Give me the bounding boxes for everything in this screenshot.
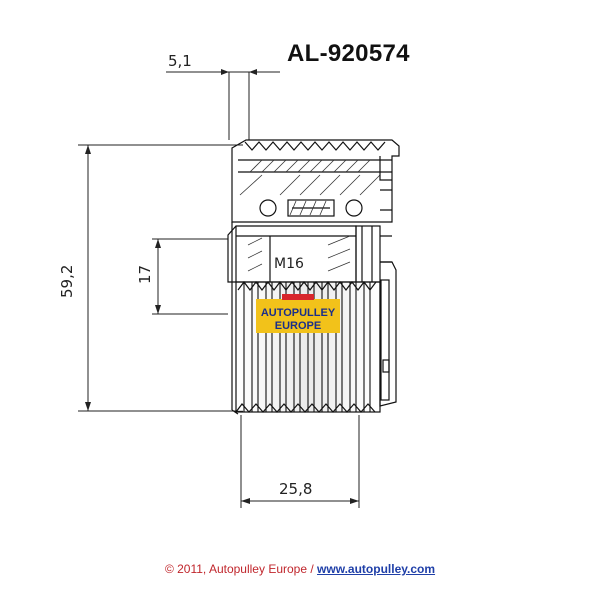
footer-separator: /: [307, 562, 318, 576]
autopulley-europe-logo: AUTOPULLEY EUROPE: [256, 294, 340, 333]
dimension-bottom-width: 25,8: [240, 415, 360, 508]
pulley-body: M16: [227, 139, 400, 415]
dimension-bottom-width-label: 25,8: [279, 480, 312, 498]
dimension-inner-height: 17: [136, 238, 228, 315]
website-link[interactable]: www.autopulley.com: [317, 562, 436, 576]
dimension-inner-height-label: 17: [136, 265, 154, 284]
dimension-top-width: 5,1: [166, 52, 280, 140]
footer-credit: © 2011, Autopulley Europe / www.autopull…: [0, 562, 600, 576]
logo-line1: AUTOPULLEY: [261, 307, 336, 319]
dimension-overall-height-label: 59,2: [58, 265, 76, 298]
dimension-top-width-label: 5,1: [168, 52, 192, 70]
dimension-overall-height: 59,2: [58, 144, 243, 412]
thread-label: M16: [274, 256, 304, 272]
logo-line2: EUROPE: [275, 320, 321, 332]
part-number-title: AL-920574: [287, 40, 410, 67]
copyright-text: © 2011, Autopulley Europe: [164, 562, 308, 576]
